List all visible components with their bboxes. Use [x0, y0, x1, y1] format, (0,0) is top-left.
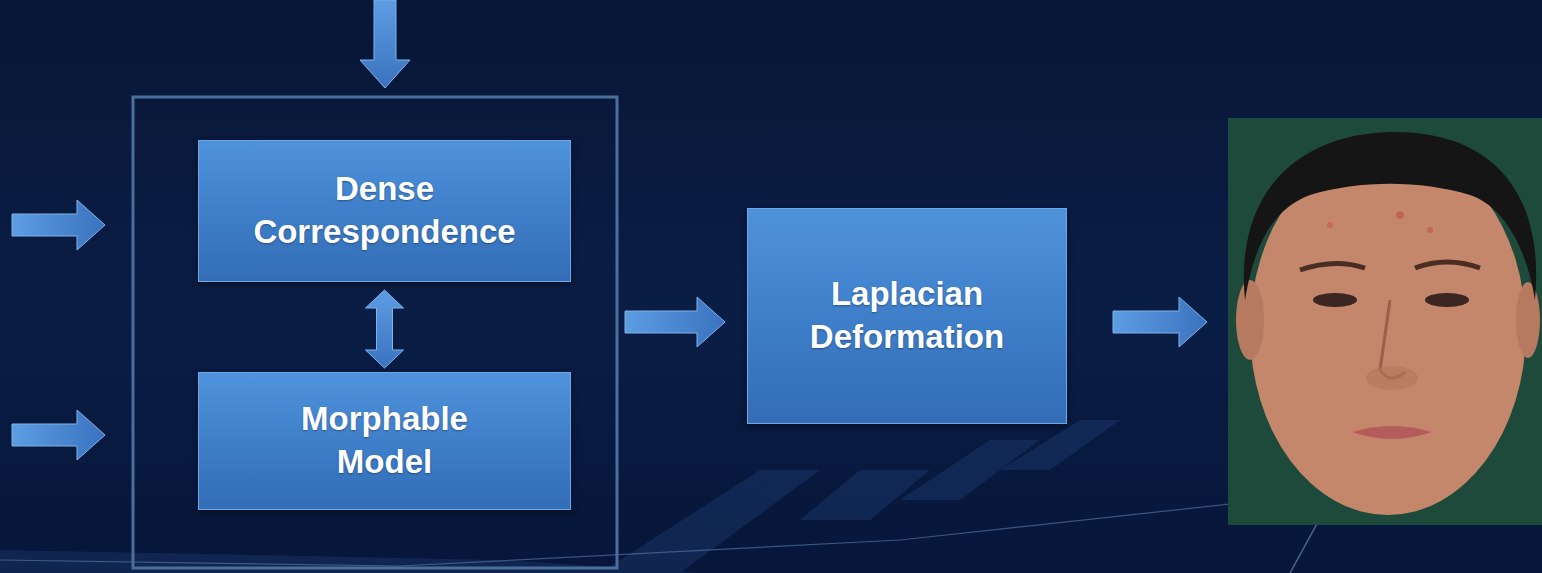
box-label: Morphable Model — [280, 398, 490, 484]
input-arrow — [12, 200, 105, 250]
double-arrow — [366, 290, 404, 368]
box-label: Dense Correspondence — [240, 168, 530, 254]
process-box: Dense Correspondence — [198, 140, 571, 282]
process-box: Laplacian Deformation — [747, 208, 1067, 424]
flow-arrow — [1113, 297, 1207, 347]
box-label: Laplacian Deformation — [787, 273, 1027, 359]
face-result-image — [1228, 118, 1542, 525]
process-box: Morphable Model — [198, 372, 571, 510]
input-arrow — [12, 410, 105, 460]
group-frame — [133, 97, 617, 568]
input-arrow — [360, 0, 410, 88]
flow-arrow — [625, 297, 725, 347]
